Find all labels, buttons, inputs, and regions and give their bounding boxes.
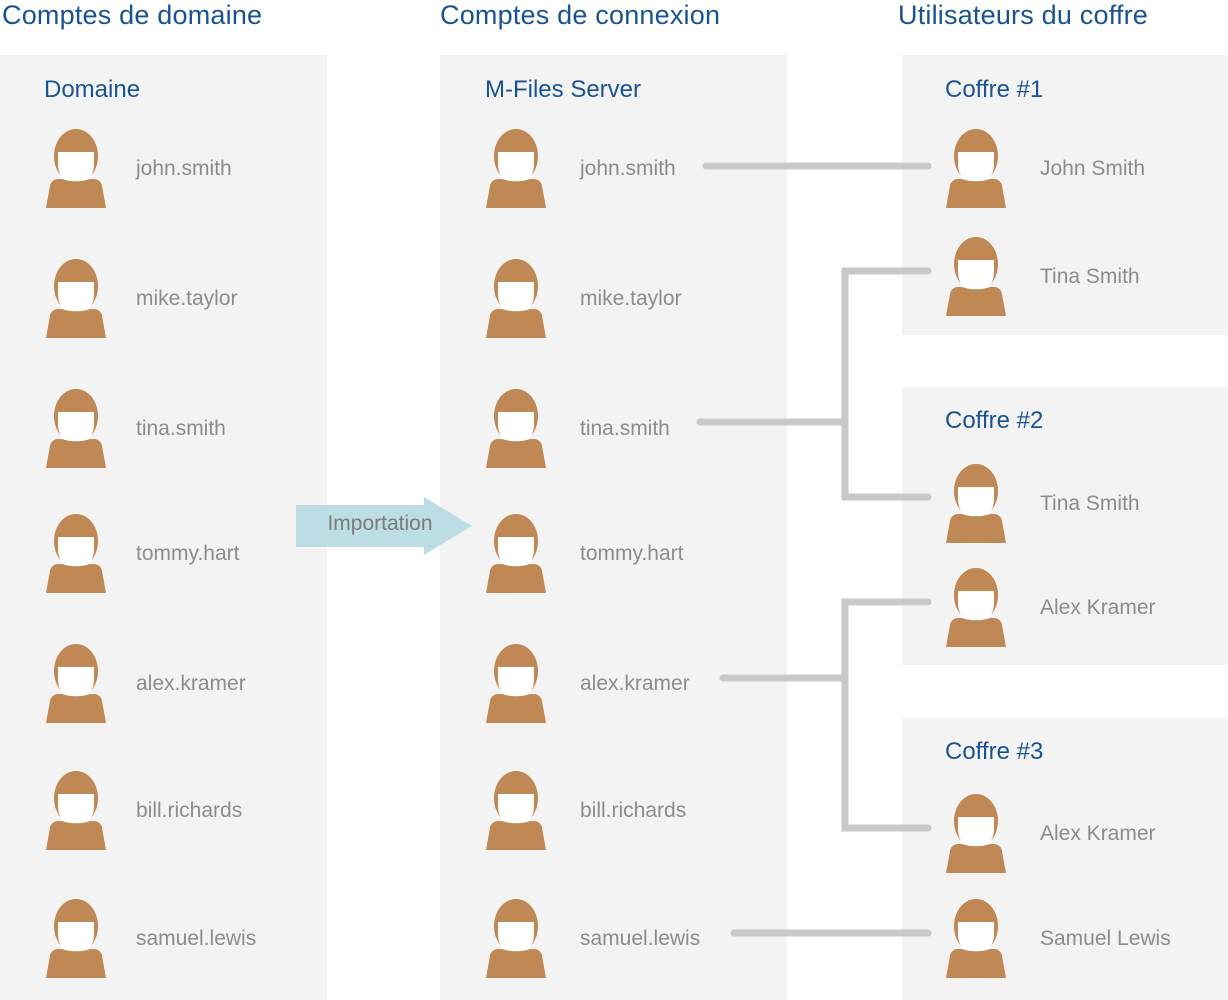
user-avatar-icon bbox=[484, 513, 548, 593]
user-avatar-icon bbox=[484, 770, 548, 850]
panel-title-vault-2: Coffre #2 bbox=[945, 407, 1044, 434]
user-avatar-icon bbox=[44, 258, 108, 338]
list-item-label: Tina Smith bbox=[1040, 265, 1140, 288]
list-item-label: john.smith bbox=[136, 157, 232, 180]
panel-title-vault-1: Coffre #1 bbox=[945, 76, 1044, 103]
list-item-label: tina.smith bbox=[136, 417, 226, 440]
user-avatar-icon bbox=[44, 128, 108, 208]
user-avatar-icon bbox=[484, 258, 548, 338]
list-item-label: alex.kramer bbox=[136, 672, 246, 695]
column-title-vault-users: Utilisateurs du coffre bbox=[898, 0, 1149, 30]
list-item-label: samuel.lewis bbox=[580, 927, 701, 950]
user-avatar-icon bbox=[44, 770, 108, 850]
panel-title-mfiles-server: M-Files Server bbox=[485, 76, 642, 103]
list-item-label: tina.smith bbox=[580, 417, 670, 440]
import-arrow-icon bbox=[296, 497, 472, 555]
list-item-label: tommy.hart bbox=[136, 542, 240, 565]
list-item-label: tommy.hart bbox=[580, 542, 684, 565]
list-item-label: Alex Kramer bbox=[1040, 596, 1156, 619]
list-item-label: samuel.lewis bbox=[136, 927, 257, 950]
user-avatar-icon bbox=[944, 236, 1008, 316]
user-avatar-icon bbox=[484, 898, 548, 978]
panel-title-vault-3: Coffre #3 bbox=[945, 738, 1044, 765]
user-avatar-icon bbox=[484, 128, 548, 208]
user-avatar-icon bbox=[44, 513, 108, 593]
list-item-label: John Smith bbox=[1040, 157, 1146, 180]
user-avatar-icon bbox=[484, 388, 548, 468]
user-avatar-icon bbox=[944, 793, 1008, 873]
user-avatar-icon bbox=[944, 128, 1008, 208]
list-item-label: bill.richards bbox=[136, 799, 243, 822]
import-arrow-label: Importation bbox=[327, 512, 433, 535]
list-item-label: bill.richards bbox=[580, 799, 687, 822]
list-item-label: john.smith bbox=[580, 157, 676, 180]
user-avatar-icon bbox=[44, 388, 108, 468]
user-avatar-icon bbox=[944, 898, 1008, 978]
list-item-label: mike.taylor bbox=[136, 287, 238, 310]
user-avatar-icon bbox=[44, 898, 108, 978]
list-item-label: mike.taylor bbox=[580, 287, 682, 310]
list-item-label: alex.kramer bbox=[580, 672, 690, 695]
user-avatar-icon bbox=[944, 463, 1008, 543]
panel-title-domain: Domaine bbox=[44, 76, 141, 103]
user-avatar-icon bbox=[44, 643, 108, 723]
column-title-login-accounts: Comptes de connexion bbox=[440, 0, 721, 30]
list-item-label: Alex Kramer bbox=[1040, 822, 1156, 845]
list-item-label: Samuel Lewis bbox=[1040, 927, 1171, 950]
user-avatar-icon bbox=[944, 567, 1008, 647]
list-item-label: Tina Smith bbox=[1040, 492, 1140, 515]
user-avatar-icon bbox=[484, 643, 548, 723]
column-title-domain-accounts: Comptes de domaine bbox=[2, 0, 263, 30]
